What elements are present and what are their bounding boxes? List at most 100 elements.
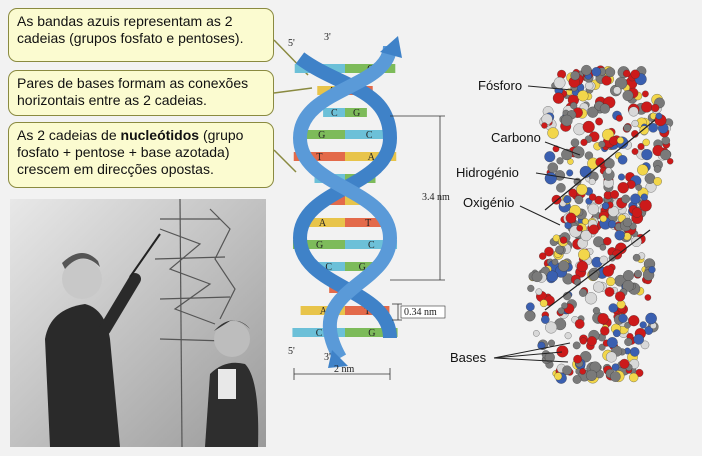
- base-right: [345, 240, 398, 249]
- atom-sphere: [603, 237, 612, 246]
- width-dimension: [293, 368, 391, 380]
- atom-sphere: [639, 125, 649, 135]
- atom-sphere: [639, 321, 647, 329]
- atom-sphere: [556, 183, 566, 193]
- atom-sphere: [553, 76, 566, 89]
- atom-sphere: [628, 106, 639, 117]
- base-letter: C: [325, 262, 332, 273]
- atom-sphere: [570, 102, 578, 110]
- atom-sphere: [545, 321, 558, 334]
- atom-sphere: [572, 341, 581, 350]
- base-letter: C: [368, 240, 375, 251]
- label-fosforo: Fósforo: [478, 78, 523, 93]
- base-right: [345, 152, 397, 161]
- atom-sphere: [556, 157, 564, 165]
- label-carbono: Carbono: [491, 130, 541, 145]
- callout-nucleotides: As 2 cadeias de nucleótidos (grupo fosfa…: [8, 122, 274, 188]
- atom-sphere: [599, 215, 607, 223]
- atom-sphere: [564, 332, 572, 340]
- base-right: [345, 218, 392, 227]
- atom-sphere: [588, 270, 599, 281]
- callout-strands-text: As bandas azuis representam as 2 cadeias…: [17, 13, 244, 46]
- atom-sphere: [640, 340, 650, 350]
- base-letter: T: [364, 306, 370, 317]
- atom-sphere: [539, 252, 547, 260]
- atom-sphere: [552, 92, 565, 104]
- atom-sphere: [562, 365, 572, 376]
- atom-sphere: [576, 183, 588, 196]
- atom-sphere: [606, 276, 616, 287]
- atom-sphere: [604, 287, 615, 297]
- callout-base-pairs-text: Pares de bases formam as conexões horizo…: [17, 75, 249, 108]
- strand-arrow-top: [380, 36, 402, 58]
- atom-sphere: [631, 119, 639, 128]
- atom-sphere: [622, 217, 633, 228]
- atom-sphere: [524, 310, 536, 322]
- base-letter: G: [368, 328, 375, 339]
- strand-backbone-2: [292, 45, 398, 362]
- atom-sphere: [635, 184, 643, 191]
- atom-sphere: [589, 193, 597, 201]
- atom-sphere: [641, 149, 653, 161]
- atom-sphere: [606, 337, 618, 349]
- atom-sphere: [568, 188, 578, 198]
- atom-sphere: [602, 265, 614, 277]
- atom-sphere: [546, 270, 559, 282]
- atom-sphere: [541, 315, 550, 324]
- atom-sphere: [624, 322, 631, 329]
- atom-sphere: [628, 315, 640, 327]
- base-right: [345, 306, 390, 315]
- atom-sphere: [637, 164, 649, 176]
- atom-sphere: [541, 122, 548, 129]
- atom-sphere: [595, 157, 605, 167]
- atom-sphere: [580, 138, 588, 146]
- label-hidrogenio: Hidrogénio: [456, 165, 519, 180]
- callout-nucleotides-pre: As 2 cadeias de: [17, 127, 121, 143]
- atom-sphere: [599, 103, 610, 114]
- atom-sphere: [631, 148, 639, 155]
- atom-sphere: [608, 303, 618, 313]
- scientists-photo: [10, 199, 266, 447]
- pitch-label: 3.4 nm: [422, 192, 450, 203]
- atom-sphere: [578, 288, 588, 297]
- atom-sphere: [563, 195, 572, 204]
- atom-sphere: [624, 337, 633, 347]
- atom-sphere: [639, 199, 652, 212]
- axis-arrow-1: [544, 119, 656, 211]
- atom-sphere: [547, 127, 559, 139]
- atom-sphere: [605, 167, 612, 175]
- atom-sphere: [561, 114, 573, 127]
- atom-sphere: [598, 140, 606, 148]
- atom-sphere: [537, 341, 546, 350]
- atom-sphere: [579, 368, 586, 375]
- atom-sphere: [588, 178, 596, 185]
- atom-sphere: [655, 112, 663, 120]
- atom-sphere: [579, 337, 587, 345]
- base-left: [292, 328, 345, 337]
- atom-sphere: [621, 194, 631, 204]
- strand-arrow-bottom: [328, 350, 348, 368]
- atom-sphere: [580, 230, 592, 242]
- atom-sphere: [630, 193, 641, 205]
- atom-sphere: [614, 230, 625, 241]
- atom-sphere: [565, 212, 577, 224]
- atom-sphere: [558, 260, 570, 272]
- atom-sphere: [661, 136, 671, 145]
- atom-sphere: [618, 173, 625, 181]
- atom-sphere: [544, 172, 557, 185]
- atom-sphere: [525, 302, 535, 312]
- atom-sphere: [587, 106, 599, 118]
- base-letter: A: [368, 152, 376, 163]
- atom-sphere: [648, 123, 658, 133]
- base-left: [292, 240, 345, 249]
- atom-sphere: [645, 312, 657, 325]
- atom-sphere: [544, 151, 556, 163]
- atom-sphere: [570, 70, 580, 81]
- atom-sphere: [640, 193, 648, 201]
- atom-sphere: [617, 182, 629, 194]
- atom-sphere: [653, 177, 662, 186]
- atom-sphere: [585, 81, 594, 90]
- atom-sphere: [611, 363, 620, 371]
- atom-sphere: [555, 245, 564, 255]
- atom-sphere: [651, 103, 660, 113]
